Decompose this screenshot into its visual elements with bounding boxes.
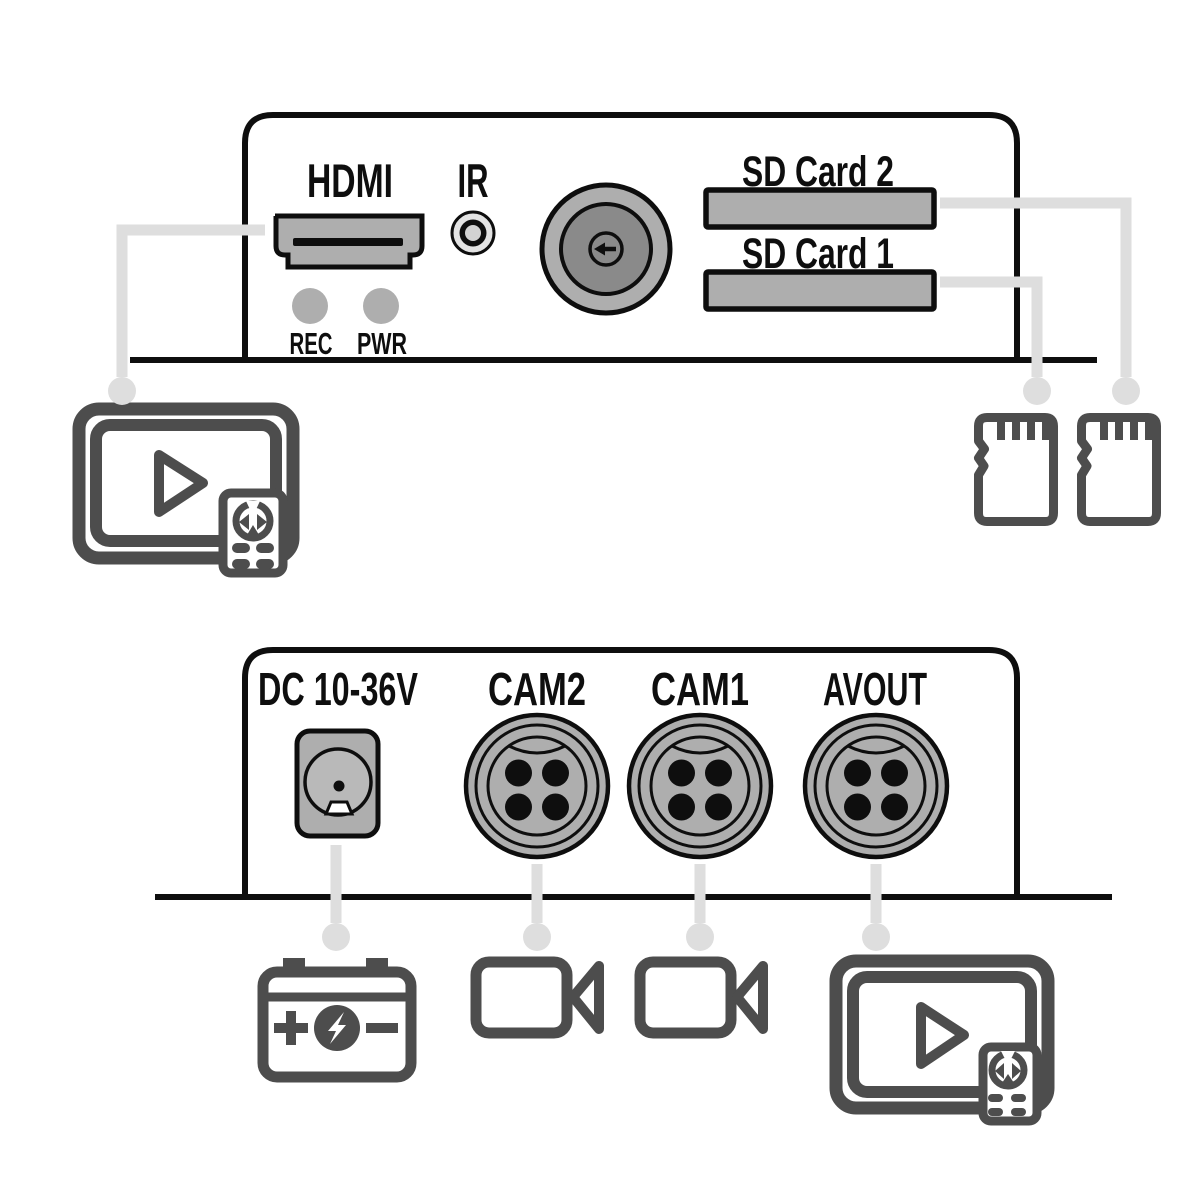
bottom-panel: DC 10-36V CAM2 CAM1 AVOUT [155,647,1112,900]
dc-label: DC 10-36V [258,663,418,715]
sd2-connection-dot [1112,377,1140,405]
avout-connector [802,712,950,860]
dc-connection-dot [322,923,350,951]
video-camera-icon [634,956,768,1039]
avout-label: AVOUT [823,663,927,715]
remote-button [256,543,274,553]
top-connector-lines [108,197,1140,405]
cam2-connection-dot [523,923,551,951]
bottom-connector-lines [322,845,890,951]
sd1-connection-dot [1023,377,1051,405]
remote-button [1011,1108,1026,1116]
remote-button [988,1094,1003,1102]
remote-control-icon [218,488,288,578]
pwr-label: PWR [357,326,407,361]
avout-connection-dot [862,923,890,951]
cam1-connector [626,712,774,860]
rec-label: REC [290,326,333,361]
lightning-bolt-icon [328,1012,346,1044]
remote-control-icon [978,1042,1042,1126]
remote-button [988,1108,1003,1116]
hdmi-connection-line [116,224,265,377]
monitor-with-remote-icon [829,954,1055,1126]
top-panel: HDMI IR REC PWR SD Card 2 [130,112,1097,363]
sd-pins [1100,420,1153,440]
hdmi-label: HDMI [307,154,393,207]
cam1-connection-dot [686,923,714,951]
sd1-connection-line [940,276,1043,377]
remote-button [232,543,250,553]
battery-icon [257,958,417,1083]
plus-icon [274,1011,308,1045]
rec-led [292,288,328,324]
cam1-label: CAM1 [651,663,749,715]
video-camera-icon [470,956,604,1039]
ir-label: IR [458,154,489,207]
monitor-with-remote-icon [72,402,300,578]
remote-button [1011,1094,1026,1102]
sd-pins [997,420,1050,440]
sd-card-2-slot [703,187,937,230]
hdmi-port-slot [293,238,403,246]
left-arrow-icon [594,242,616,256]
dc-power-jack [294,728,381,839]
hdmi-port [273,213,425,270]
sd-card-1-slot [703,269,937,312]
pwr-led [363,288,399,324]
cam2-label: CAM2 [488,663,586,715]
cam2-connector [463,712,611,860]
micro-sd-card-icon [974,413,1058,526]
play-icon [916,1002,969,1069]
lock-connector [539,182,673,316]
sd2-connection-line [940,197,1132,377]
ir-center [465,225,481,241]
play-icon [154,450,208,517]
ir-receiver [450,210,496,256]
remote-button [232,559,250,569]
remote-button [256,559,274,569]
micro-sd-card-icon [1077,413,1161,526]
hdmi-connection-dot [108,377,136,405]
